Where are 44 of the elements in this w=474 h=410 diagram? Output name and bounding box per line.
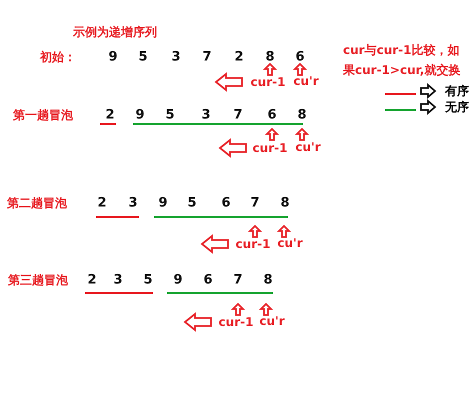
array-value: 6 xyxy=(295,50,305,64)
pointer-label: cur-1 xyxy=(250,76,286,88)
legend-label: 有序 xyxy=(445,85,469,97)
array-value: 7 xyxy=(250,196,260,210)
pointer-label: cur-1 xyxy=(236,238,270,250)
array-value: 6 xyxy=(221,196,231,210)
array-value: 9 xyxy=(173,274,183,286)
row-label: 第三趟冒泡 xyxy=(8,274,68,286)
array-value: 5 xyxy=(187,196,197,210)
array-value: 2 xyxy=(87,274,97,286)
array-value: 2 xyxy=(97,196,107,210)
title: 示例为递增序列 xyxy=(73,26,157,38)
array-value: 7 xyxy=(202,50,212,64)
row-label: 第一趟冒泡 xyxy=(13,109,73,121)
array-value: 6 xyxy=(203,274,213,286)
array-value: 7 xyxy=(233,274,243,286)
array-value: 5 xyxy=(138,50,148,64)
array-value: 8 xyxy=(263,274,273,286)
array-value: 5 xyxy=(143,274,153,286)
pointer-label: cu'r xyxy=(259,315,285,327)
array-value: 3 xyxy=(128,196,138,210)
note-text: cur与cur-1比较，如果cur-1>cur,就交换 xyxy=(343,42,461,79)
array-value: 3 xyxy=(171,50,181,64)
array-value: 5 xyxy=(165,108,175,122)
array-value: 8 xyxy=(280,196,290,210)
array-value: 9 xyxy=(108,50,118,64)
pointer-label: cu'r xyxy=(293,75,319,87)
array-value: 9 xyxy=(158,196,168,210)
array-value: 6 xyxy=(267,108,277,122)
array-value: 9 xyxy=(135,108,145,122)
pointer-label: cu'r xyxy=(295,141,321,153)
pointer-label: cur-1 xyxy=(218,316,254,328)
array-value: 7 xyxy=(233,108,243,122)
array-value: 2 xyxy=(105,108,115,122)
pointer-label: cu'r xyxy=(277,237,303,249)
array-value: 8 xyxy=(265,50,275,64)
row-label: 第二趟冒泡 xyxy=(7,197,67,209)
array-value: 2 xyxy=(234,50,244,64)
row-label: 初始： xyxy=(40,51,76,63)
legend-label: 无序 xyxy=(445,101,469,113)
array-value: 3 xyxy=(113,274,123,286)
pointer-label: cur-1 xyxy=(252,142,288,154)
array-value: 8 xyxy=(297,108,307,122)
array-value: 3 xyxy=(201,108,211,122)
